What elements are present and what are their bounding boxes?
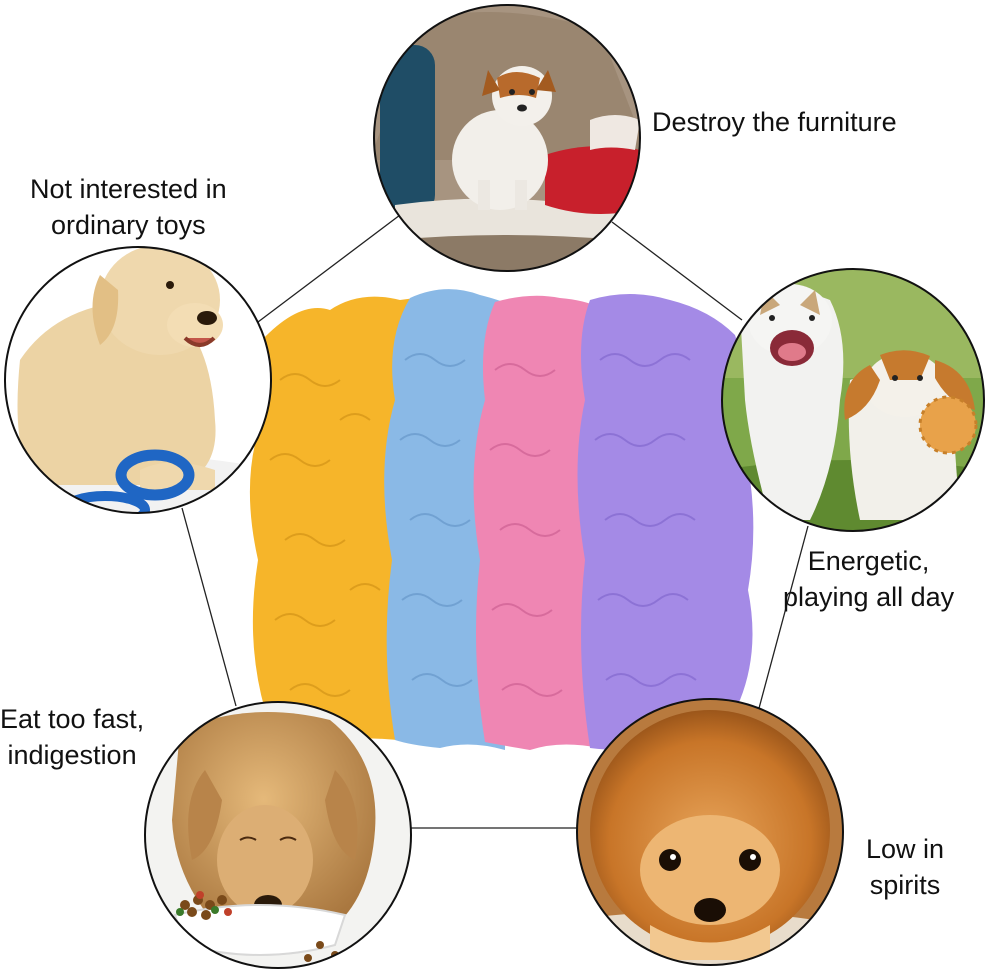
connector-lines xyxy=(181,214,809,829)
caption-line: playing all day xyxy=(783,581,955,612)
caption-line: spirits xyxy=(869,869,941,900)
dog-on-sofa-photo xyxy=(373,4,641,272)
caption-destroy-furniture: Destroy the furniture xyxy=(652,107,897,137)
caption-line: Energetic, xyxy=(807,546,930,576)
golden-retriever-eating-photo xyxy=(144,701,412,969)
labrador-with-ring-toy-photo xyxy=(4,246,272,514)
caption-line: Low in xyxy=(866,834,945,864)
caption-energetic: Energetic, playing all day xyxy=(783,544,954,615)
snuffle-mat xyxy=(249,289,754,750)
pomeranian-photo xyxy=(576,698,844,966)
caption-not-interested-toys: Not interested in ordinary toys xyxy=(30,172,227,243)
caption-eat-too-fast: Eat too fast, indigestion xyxy=(0,702,144,773)
caption-line: ordinary toys xyxy=(51,209,206,240)
two-playing-dogs-photo xyxy=(721,268,985,532)
caption-low-in-spirits: Low in spirits xyxy=(866,832,944,903)
caption-line: Eat too fast, xyxy=(0,704,145,734)
caption-line: indigestion xyxy=(7,739,137,770)
caption-line: Not interested in xyxy=(30,174,227,204)
